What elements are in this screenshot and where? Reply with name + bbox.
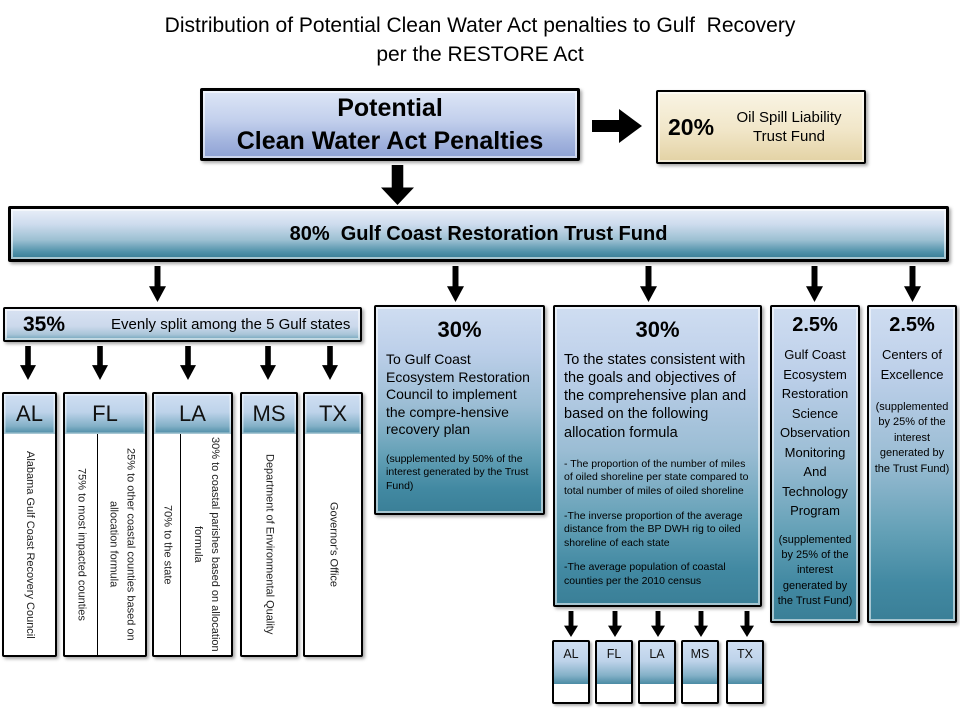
states-30-percent: 30% xyxy=(635,317,680,342)
arrow-down-la-icon xyxy=(180,346,196,380)
state-box-la-col-2: 30% to coastal parishes based on allocat… xyxy=(180,434,231,655)
centers-25-box: 2.5% Centers of Excellence (supplemented… xyxy=(867,305,957,623)
states-30-bullet-2: -The inverse proportion of the average d… xyxy=(564,509,743,549)
split-35-percent: 35% xyxy=(23,312,66,336)
page-title: Distribution of Potential Clean Water Ac… xyxy=(0,12,960,70)
bottom-state-box-fl: FL xyxy=(595,640,633,704)
arrow-down-branch-35-icon xyxy=(149,266,166,302)
state-box-ms-header: MS xyxy=(242,394,296,434)
bottom-state-ms-label: MS xyxy=(683,642,717,684)
arrow-right-icon xyxy=(592,109,642,143)
state-box-ms-body: Department of Environmental Quality xyxy=(263,454,276,635)
state-box-ms: MS Department of Environmental Quality xyxy=(240,392,298,657)
arrow-down-bottom-la-icon xyxy=(651,611,665,637)
state-box-tx-header: TX xyxy=(305,394,361,434)
arrow-down-bottom-fl-icon xyxy=(608,611,622,637)
states-30-box: 30% To the states consistent with the go… xyxy=(553,305,762,607)
state-box-fl-col-2: 25% to other coastal counties based on a… xyxy=(97,434,145,655)
centers-25-percent: 2.5% xyxy=(889,314,935,336)
oil-spill-percent: 20% xyxy=(668,113,715,140)
science-25-box: 2.5% Gulf Coast Ecosystem Restoration Sc… xyxy=(770,305,860,623)
trust-fund-80-label: 80% Gulf Coast Restoration Trust Fund xyxy=(289,222,668,245)
potential-line-2: Clean Water Act Penalties xyxy=(236,126,544,155)
bottom-state-tx-label: TX xyxy=(728,642,762,684)
trust-fund-80-box: 80% Gulf Coast Restoration Trust Fund xyxy=(8,206,949,262)
arrow-down-main-icon xyxy=(381,165,414,205)
oil-spill-label: Oil Spill Liability Trust Fund xyxy=(736,108,842,146)
council-30-body: To Gulf Coast Ecosystem Restoration Coun… xyxy=(386,351,530,437)
bottom-state-al-label: AL xyxy=(554,642,588,684)
state-box-tx-body: Governor's Office xyxy=(327,501,340,588)
bottom-state-box-la: LA xyxy=(638,640,676,704)
state-box-fl: FL 75% to most impacted counties 25% to … xyxy=(63,392,147,657)
arrow-down-bottom-tx-icon xyxy=(740,611,754,637)
state-box-fl-header: FL xyxy=(65,394,145,434)
bottom-state-box-tx: TX xyxy=(726,640,764,704)
state-box-la-col-1: 70% to the state xyxy=(161,504,174,585)
state-box-al-header: AL xyxy=(4,394,55,434)
state-box-al: AL Alabama Gulf Coast Recovery Council xyxy=(2,392,57,657)
state-box-la-header: LA xyxy=(154,394,231,434)
split-35-box: 35% Evenly split among the 5 Gulf states xyxy=(3,307,362,342)
state-box-tx: TX Governor's Office xyxy=(303,392,363,657)
arrow-down-branch-30a-icon xyxy=(447,266,464,302)
potential-line-1: Potential xyxy=(337,94,443,122)
council-30-box: 30% To Gulf Coast Ecosystem Restoration … xyxy=(374,305,545,515)
title-line-1: Distribution of Potential Clean Water Ac… xyxy=(164,14,796,37)
arrow-down-tx-icon xyxy=(322,346,338,380)
arrow-down-branch-25b-icon xyxy=(904,266,921,302)
council-30-percent: 30% xyxy=(437,317,482,342)
oil-spill-box: 20% Oil Spill Liability Trust Fund xyxy=(656,90,866,164)
arrow-down-al-icon xyxy=(20,346,36,380)
arrow-down-fl-icon xyxy=(92,346,108,380)
states-30-body: To the states consistent with the goals … xyxy=(564,352,747,441)
arrow-down-bottom-ms-icon xyxy=(694,611,708,637)
states-30-bullet-1: - The proportion of the number of miles … xyxy=(564,457,749,497)
science-25-body: Gulf Coast Ecosystem Restoration Science… xyxy=(779,347,851,518)
bottom-state-la-label: LA xyxy=(640,642,674,684)
bottom-state-fl-label: FL xyxy=(597,642,631,684)
state-box-la: LA 70% to the state 30% to coastal paris… xyxy=(152,392,233,657)
arrow-down-branch-30b-icon xyxy=(640,266,657,302)
centers-25-body: Centers of Excellence xyxy=(880,347,944,382)
science-25-note: (supplemented by 25% of the interest gen… xyxy=(777,533,853,608)
bottom-state-box-ms: MS xyxy=(681,640,719,704)
arrow-down-bottom-al-icon xyxy=(564,611,578,637)
states-30-bullet-3: -The average population of coastal count… xyxy=(564,561,726,588)
arrow-down-branch-25a-icon xyxy=(806,266,823,302)
potential-penalties-box: Potential Clean Water Act Penalties xyxy=(200,88,580,161)
arrow-down-ms-icon xyxy=(260,346,276,380)
split-35-label: Evenly split among the 5 Gulf states xyxy=(111,316,351,333)
bottom-state-box-al: AL xyxy=(552,640,590,704)
science-25-percent: 2.5% xyxy=(792,314,838,336)
centers-25-note: (supplemented by 25% of the interest gen… xyxy=(874,401,950,475)
title-line-2: per the RESTORE Act xyxy=(376,42,584,66)
state-box-fl-col-1: 75% to most impacted counties xyxy=(75,468,88,621)
state-box-al-body: Alabama Gulf Coast Recovery Council xyxy=(24,450,37,639)
council-30-note: (supplemented by 50% of the interest gen… xyxy=(386,452,529,492)
